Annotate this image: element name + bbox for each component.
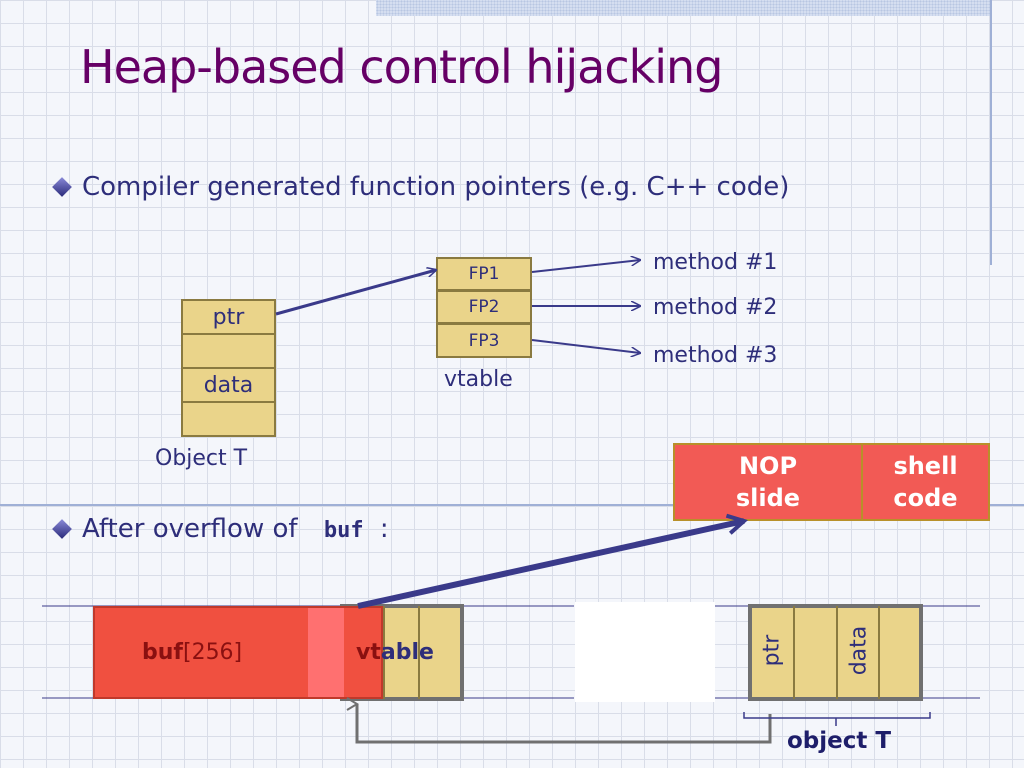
overflow-suffix: : [379,514,389,544]
method-2-label: method #2 [653,295,778,320]
object-cell-4 [181,401,276,437]
vtable-entry-fp3: FP3 [436,323,532,358]
buf-label-size: [256] [182,640,243,665]
object-cell-ptr-label: ptr [212,304,245,330]
divider-line [0,504,1024,506]
object-t-brace [743,712,931,719]
fp1-to-method1-arrow [531,260,640,273]
overflow-code-buf: buf [323,518,364,543]
memory-object-divider-2 [836,606,838,699]
bullet-text-overflow: After overflow of buf : [82,514,389,544]
fp3-to-method3-arrow [531,339,640,353]
vtable-slot-divider-1 [383,606,385,699]
vtable-slot-divider-2 [418,606,420,699]
right-decoration-line [990,0,992,265]
hijacked-vtable-arrow [357,521,744,609]
memory-object-divider-1 [793,606,795,699]
shell-line2: code [893,484,958,512]
vtable-slot-label: vtable [356,640,434,665]
object-caption: Object T [155,446,248,471]
vtable-entry-fp1: FP1 [436,257,532,291]
method-3-label: method #3 [653,343,778,368]
ptr-to-vtable-arrow [275,270,436,316]
object-cell-data-label: data [203,372,254,398]
nop-line2: slide [735,484,801,512]
overflow-prefix: After overflow of [82,514,298,544]
slide-title: Heap-based control hijacking [80,40,723,94]
nop-slide-block: NOP slide [673,443,863,521]
vtable-entry-fp3-label: FP3 [468,330,500,351]
buf-label: buf[256] [142,640,242,665]
vtable-slot-label-rest: able [380,640,434,665]
vtable-entry-fp1-label: FP1 [468,264,500,284]
memory-object-t [748,604,923,701]
vtable-entry-fp2: FP2 [436,290,532,324]
vtable-entry-fp2-label: FP2 [468,297,500,317]
object-cell-data: data [181,367,276,403]
top-decoration-bar [376,0,991,16]
buf-overflow-highlight [308,608,344,697]
buf-label-bold: buf [142,640,183,665]
object-t-return-arrow [346,697,772,744]
vtable-slot-label-red: vt [356,640,381,665]
memory-gap [575,602,715,702]
shell-code-block: shell code [861,443,990,521]
vtable-caption: vtable [444,367,513,392]
memory-object-divider-3 [878,606,880,699]
shell-line1: shell [893,452,958,480]
bullet-text-compiler: Compiler generated function pointers (e.… [82,172,790,202]
memory-object-caption: object T [787,728,892,754]
nop-line1: NOP [738,452,798,480]
method-1-label: method #1 [653,250,778,275]
